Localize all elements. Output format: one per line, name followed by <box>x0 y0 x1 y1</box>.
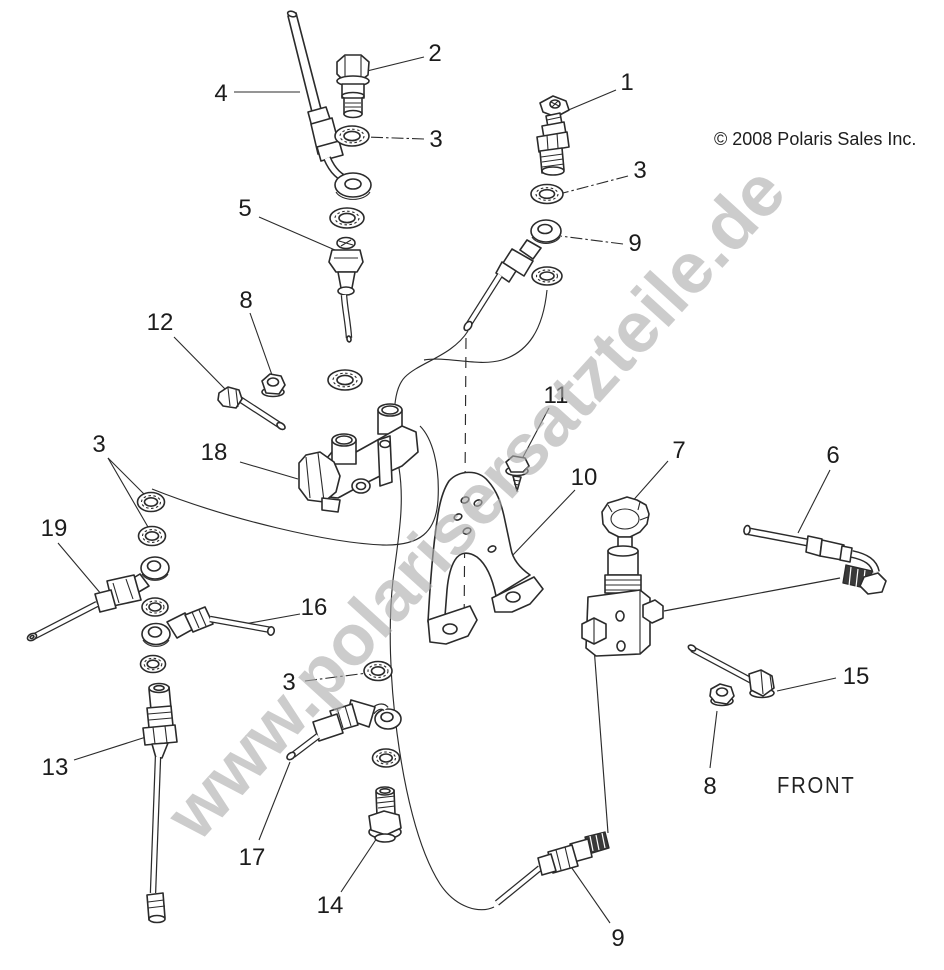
brake-line-lower-part <box>142 682 178 924</box>
brake-line-elbow-part <box>286 699 402 761</box>
washer <box>531 266 563 286</box>
callout-3-top: 3 <box>429 126 442 153</box>
callout-5: 5 <box>238 195 251 222</box>
routing-lines <box>151 289 841 911</box>
brake-light-switch-part <box>536 95 570 176</box>
callout-11: 11 <box>544 382 569 409</box>
callout-19: 19 <box>41 515 68 542</box>
callout-15: 15 <box>843 663 870 690</box>
callout-8-bottom: 8 <box>703 773 716 800</box>
long-brake-hose-top-end <box>463 219 562 332</box>
callout-18: 18 <box>201 439 228 466</box>
callout-9-top: 9 <box>628 230 641 257</box>
washer-3-left-a <box>136 491 166 513</box>
washer <box>141 597 169 617</box>
callout-13: 13 <box>42 754 69 781</box>
tee-fitting-part <box>328 236 364 343</box>
callout-8-top: 8 <box>239 287 252 314</box>
self-tapping-screw-part <box>505 455 530 492</box>
callout-3-right: 3 <box>633 157 646 184</box>
hex-bolt-part <box>217 386 286 431</box>
banjo-bolt-lower-part <box>368 786 402 843</box>
hex-flange-nut-part <box>261 373 286 398</box>
washer-3-bottom <box>363 660 393 682</box>
proportioning-valve-part <box>581 496 664 657</box>
long-brake-hose-bottom-end <box>494 831 610 906</box>
front-orientation-label: FRONT <box>777 772 856 798</box>
callout-14: 14 <box>317 892 344 919</box>
master-cylinder-part <box>298 403 419 513</box>
callout-6: 6 <box>826 442 839 469</box>
washer <box>139 654 167 674</box>
callout-numbers: 2 4 3 1 3 9 5 8 12 3 18 11 10 7 6 19 16 … <box>41 40 870 952</box>
brake-line-short-part <box>141 606 276 647</box>
callout-2: 2 <box>428 40 441 67</box>
hex-bolt-long-part <box>687 644 775 699</box>
mounting-bracket-part <box>427 471 544 645</box>
callout-16: 16 <box>301 594 328 621</box>
washer <box>327 369 363 391</box>
callout-17: 17 <box>239 844 266 871</box>
washer-3-right <box>530 183 564 205</box>
washer <box>371 748 401 768</box>
copyright-notice: © 2008 Polaris Sales Inc. <box>714 129 917 149</box>
brake-line-right-part <box>743 524 887 595</box>
callout-1: 1 <box>620 69 633 96</box>
hex-flange-nut-lower-part <box>709 683 735 707</box>
brake-line-left-part <box>26 556 170 642</box>
callout-12: 12 <box>147 309 174 336</box>
brake-line-upper-part <box>286 10 372 200</box>
washer-3-left-b <box>137 525 167 547</box>
callout-4: 4 <box>214 80 227 107</box>
callout-3-bottom: 3 <box>282 669 295 696</box>
banjo-bolt-part <box>336 54 370 119</box>
washer <box>329 207 365 229</box>
callout-9-bottom: 9 <box>611 925 624 952</box>
callout-3-left: 3 <box>92 431 105 458</box>
sealing-washers <box>136 125 564 768</box>
leader-lines <box>57 56 837 924</box>
callout-10: 10 <box>571 464 598 491</box>
callout-7: 7 <box>672 437 685 464</box>
washer-3-top <box>334 125 370 147</box>
